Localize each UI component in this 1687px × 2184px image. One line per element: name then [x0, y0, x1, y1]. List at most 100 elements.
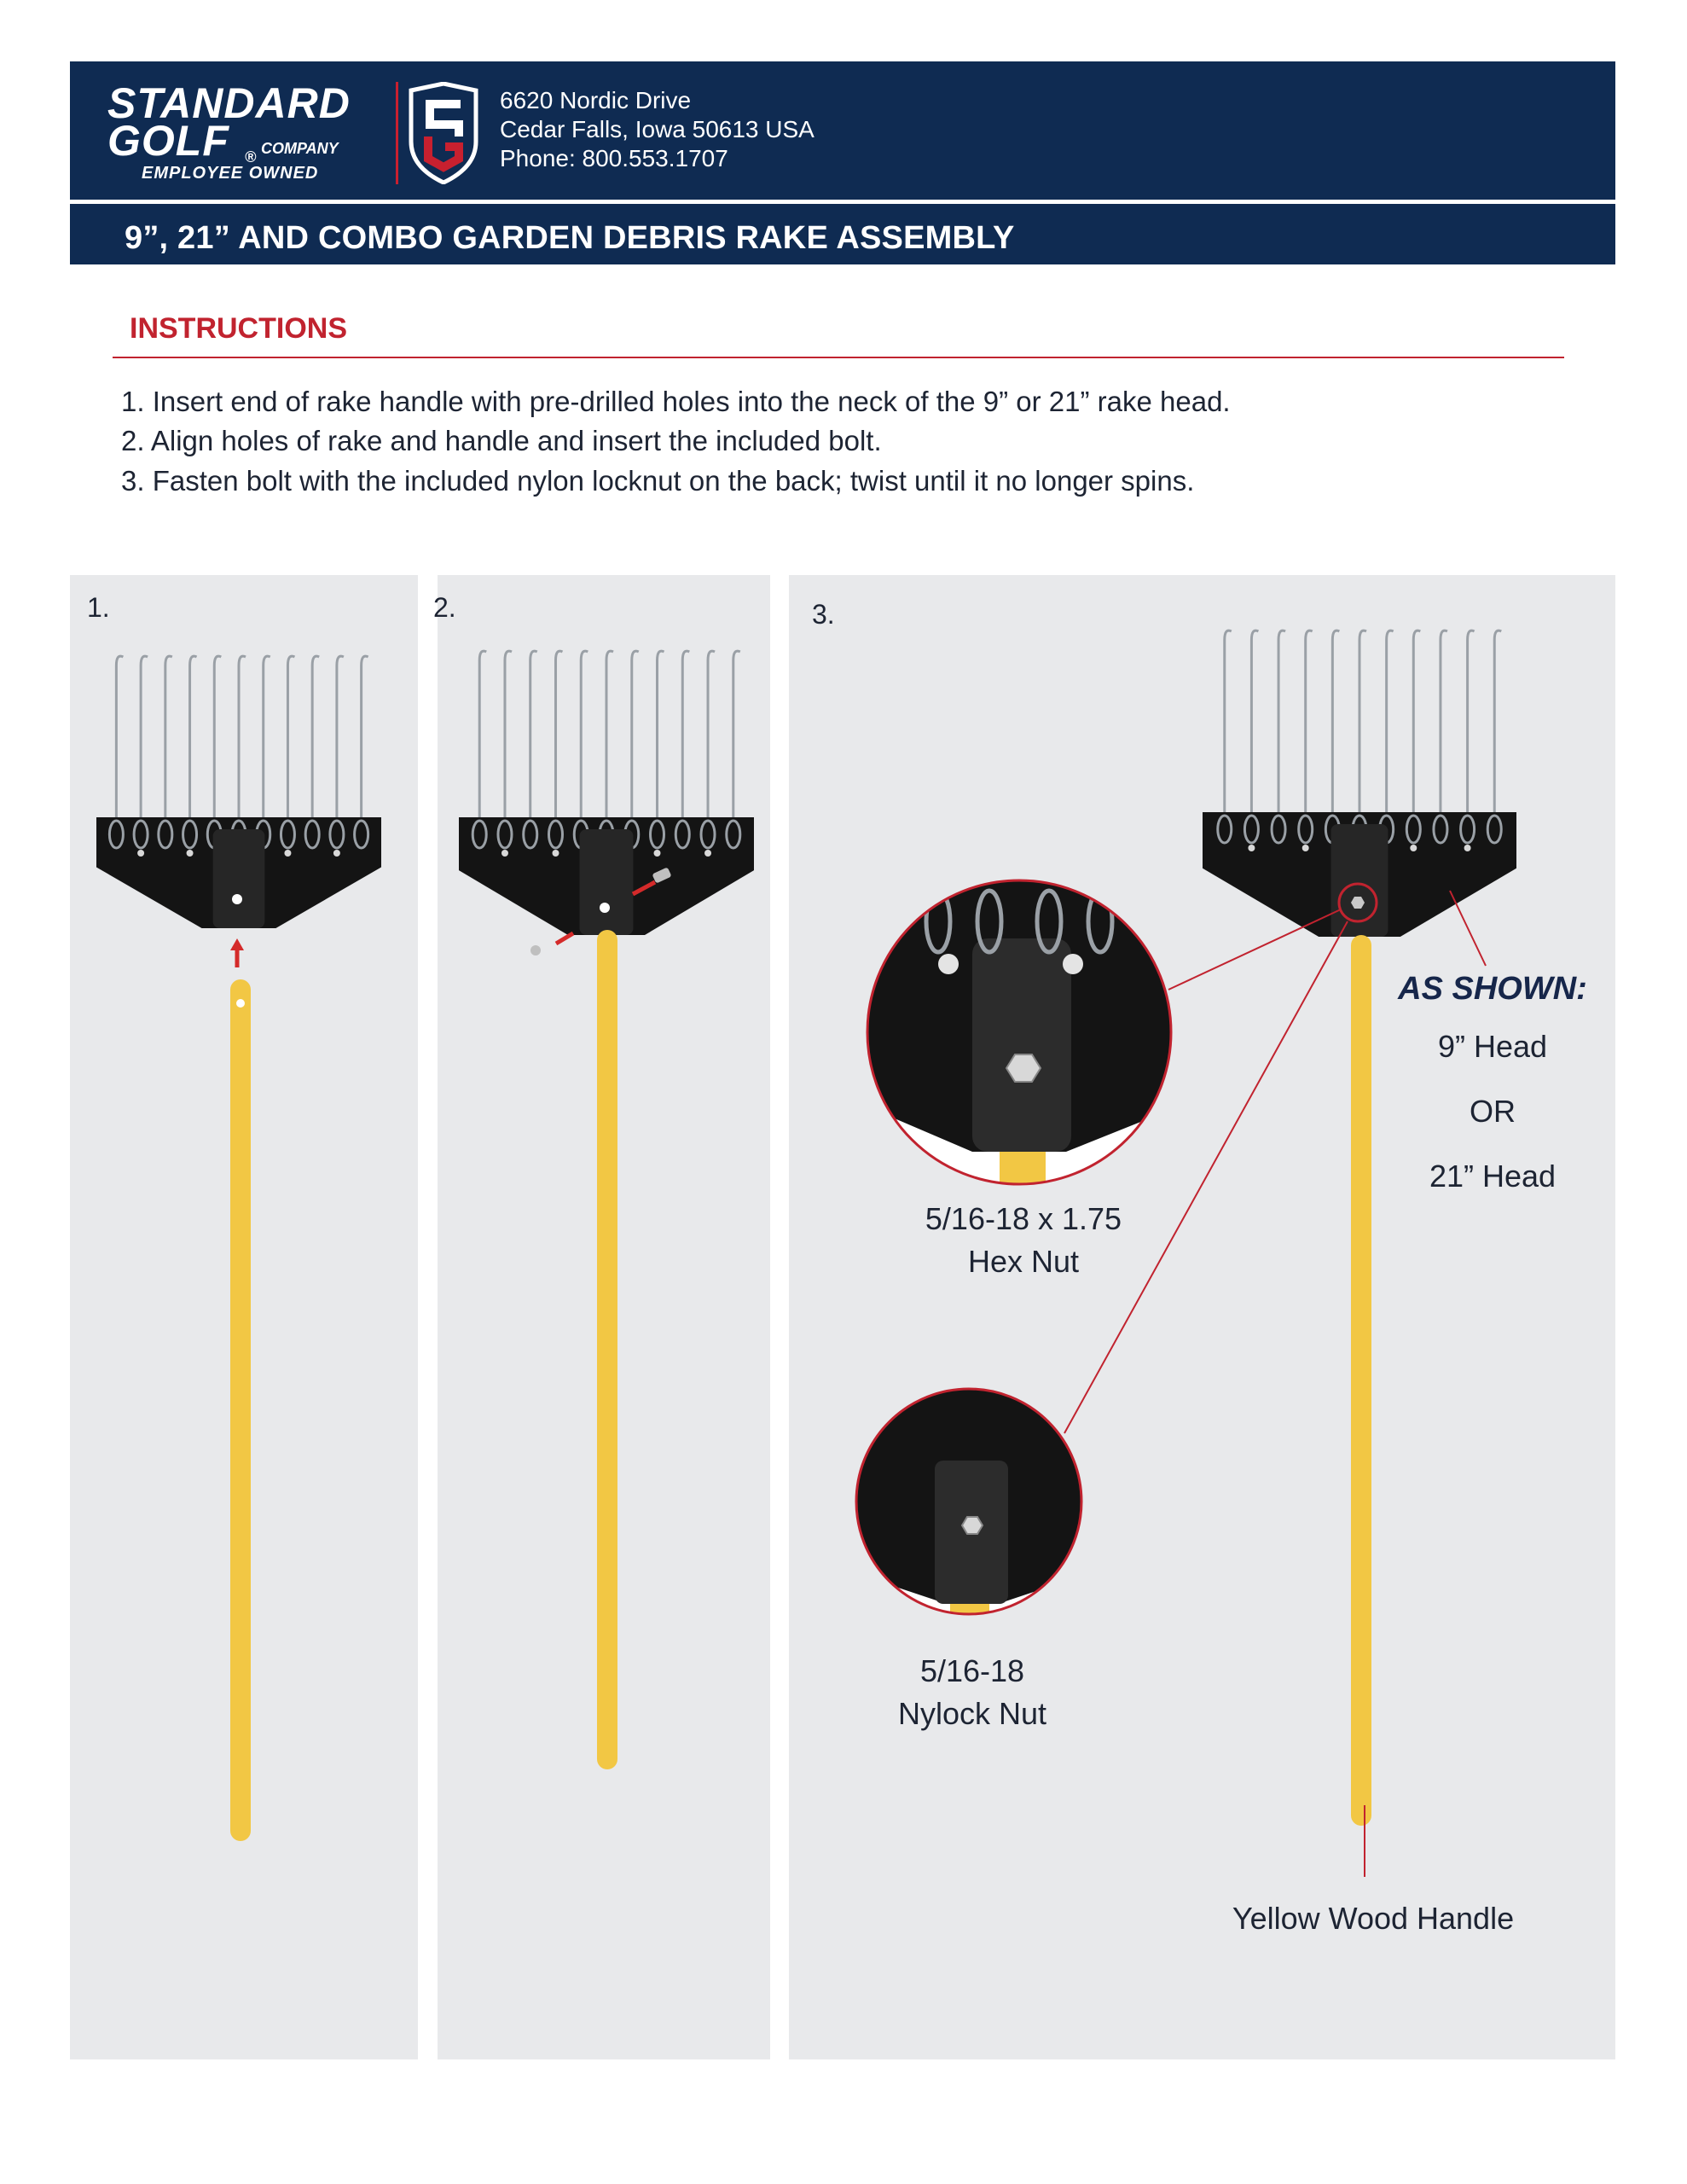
tine-coil [1405, 814, 1422, 845]
rivet [333, 850, 340, 857]
instruction-step-1: 1. Insert end of rake handle with pre-dr… [121, 386, 1231, 417]
address-line-2: Cedar Falls, Iowa 50613 USA [500, 116, 815, 142]
tine-coil [157, 819, 174, 850]
tine-coil [649, 819, 666, 850]
logo-divider [396, 82, 398, 184]
rake-tine [1330, 629, 1341, 829]
hex-detail-ring [866, 879, 1173, 1186]
rivet [284, 850, 292, 857]
detail-nylock-nut [960, 1516, 984, 1535]
brand-golf: GOLF [107, 117, 229, 165]
hex-nut-label-size: 5/16-18 x 1.75 [925, 1201, 1122, 1236]
hex-leader [1168, 909, 1342, 990]
bolt-highlight-ring [1337, 882, 1378, 923]
rake-tine [335, 654, 345, 834]
rake-tine [503, 649, 513, 834]
rake-neck [579, 829, 634, 935]
nylock-nut-label-size: 5/16-18 [919, 1653, 1025, 1688]
rake-tine [1277, 629, 1286, 829]
rake-tine [681, 649, 690, 834]
detail-coil [975, 888, 1004, 955]
panel-1-number: 1. [87, 592, 110, 623]
rake-tine [114, 654, 125, 834]
tine-coil [547, 819, 564, 850]
detail-marks [855, 879, 1487, 1877]
hex-bolt-icon [1351, 897, 1365, 909]
instructions-heading: INSTRUCTIONS [130, 312, 347, 345]
panel-3-number: 3. [812, 599, 835, 630]
instruction-step-2: 2. Align holes of rake and handle and in… [121, 425, 882, 456]
tine-coil [1486, 814, 1503, 845]
brand-tagline: EMPLOYEE OWNED [142, 164, 319, 183]
tine-coil [182, 819, 199, 850]
tine-coil [1243, 814, 1260, 845]
rake-tine [310, 654, 320, 834]
rake-tine [1466, 629, 1475, 829]
brand-standard: STANDARD [107, 79, 351, 127]
hex-detail-view [867, 880, 1171, 1184]
tine-coil [674, 819, 691, 850]
rake-tine [1249, 629, 1260, 829]
tine-coil [328, 819, 345, 850]
head-9-label: 9” Head [1437, 1029, 1548, 1064]
rake-tine [579, 649, 588, 834]
head-21-label: 21” Head [1429, 1159, 1557, 1194]
rake-tine [1412, 629, 1421, 829]
tine-coil [522, 819, 539, 850]
rake-tine [286, 654, 296, 834]
nut-arrow [554, 931, 575, 946]
panel-2-number: 2. [433, 592, 456, 623]
tine-coil [107, 819, 125, 850]
tine-coil [725, 819, 742, 850]
rake-tine [1223, 629, 1232, 829]
rivet [704, 850, 712, 857]
document-title: 9”, 21” AND COMBO GARDEN DEBRIS RAKE ASS… [125, 220, 1015, 256]
rivet [1410, 845, 1417, 851]
rivet [501, 850, 508, 857]
rake-tine [237, 654, 246, 834]
rivet [552, 850, 559, 857]
rake-tine [139, 654, 148, 834]
hex-nut-label-name: Hex Nut [967, 1244, 1080, 1279]
nut [530, 945, 541, 956]
insert-arrow-head [230, 938, 244, 950]
registered-mark: ® [245, 148, 257, 166]
rake-tine [262, 654, 271, 834]
rake-tine [360, 654, 369, 834]
rake-tine [1385, 629, 1394, 829]
detail-screw [938, 954, 959, 974]
detail-neck [972, 938, 1071, 1152]
rake-neck [212, 829, 265, 928]
rake-tine [554, 649, 564, 834]
rake-neck [1330, 824, 1388, 937]
detail-hex-nut [1005, 1054, 1042, 1083]
tine-coil [1270, 814, 1287, 845]
nylock-detail-view [856, 1389, 1081, 1614]
tine-coil [496, 819, 513, 850]
rivet [186, 850, 194, 857]
header-title-bar [70, 204, 1615, 264]
rake-tine [164, 654, 173, 834]
rake-head-1 [96, 654, 381, 928]
handle-3 [1351, 935, 1371, 1826]
rake-tine [630, 649, 640, 834]
brand-company: COMPANY [261, 140, 339, 157]
as-shown-leader [1449, 890, 1487, 967]
tine-coil [353, 819, 370, 850]
handle-1 [230, 938, 251, 1841]
rake-tine [1439, 629, 1448, 829]
rivet [1248, 845, 1255, 851]
header-banner: STANDARD GOLF ® COMPANY EMPLOYEE OWNED 6… [70, 61, 1615, 264]
detail-screw [1063, 954, 1083, 974]
rake-head-3 [1203, 629, 1516, 937]
rivet [1464, 845, 1471, 851]
rake-tine [656, 649, 665, 834]
rivet [653, 850, 661, 857]
tine-coil [279, 819, 296, 850]
rake-tine [1493, 629, 1502, 829]
instruction-step-3: 3. Fasten bolt with the included nylon l… [121, 465, 1195, 497]
rake-tine [1304, 629, 1313, 829]
address-line-1: 6620 Nordic Drive [500, 87, 692, 113]
as-shown-label: AS SHOWN: [1398, 971, 1587, 1007]
rivet [137, 850, 145, 857]
